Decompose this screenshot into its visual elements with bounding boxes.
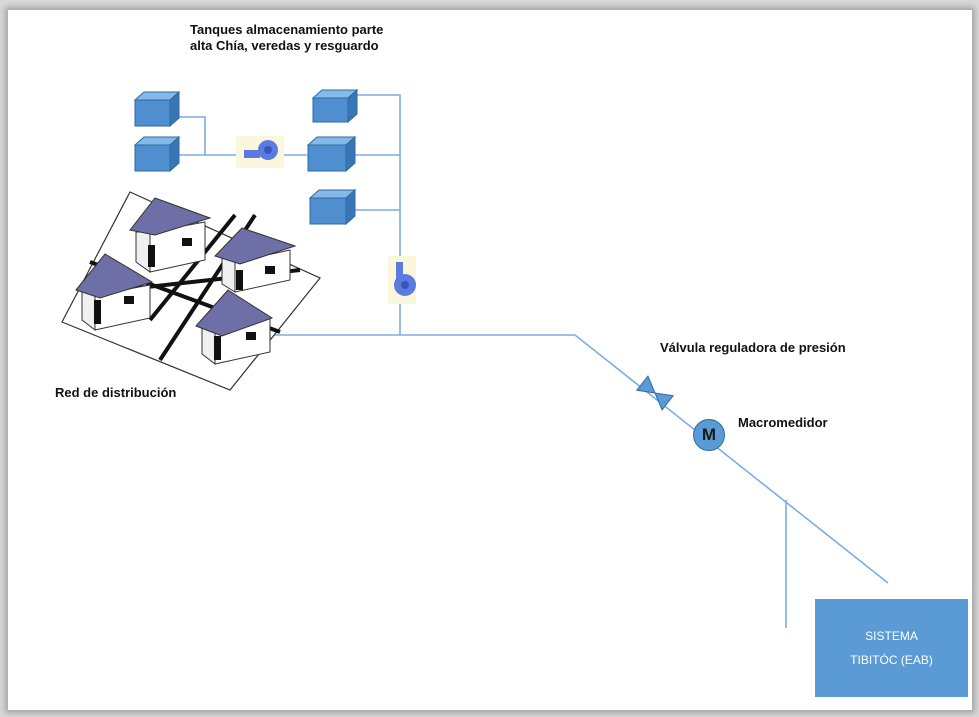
house-icon <box>195 289 274 366</box>
macrometer-icon: M <box>693 419 725 451</box>
pipe-main-line <box>270 334 889 584</box>
pressure-valve-icon <box>635 375 675 411</box>
valve-label: Válvula reguladora de presión <box>660 340 846 355</box>
tank-icon <box>306 135 357 173</box>
storage-tanks <box>133 88 359 226</box>
pump-icon <box>236 136 284 168</box>
house-icon <box>129 197 212 273</box>
system-box: SISTEMA TIBITÓC (EAB) <box>815 599 968 697</box>
tank-icon <box>311 88 359 124</box>
tanks-label: Tanques almacenamiento parte alta Chía, … <box>190 22 384 53</box>
system-box-line1: SISTEMA <box>865 629 918 643</box>
house-icon <box>214 227 297 293</box>
tank-icon <box>133 135 181 173</box>
pipe-right-upper-tank <box>352 94 401 335</box>
tank-icon <box>308 188 357 226</box>
pipe-left-upper-tank <box>178 116 206 155</box>
system-box-line2: TIBITÓC (EAB) <box>850 653 933 667</box>
tank-icon <box>133 90 181 128</box>
distribution-network-icon <box>61 191 321 391</box>
macrometer-label: Macromedidor <box>738 415 828 430</box>
pump-icon <box>388 256 416 304</box>
pipe-network <box>178 94 889 628</box>
house-icon <box>75 253 154 332</box>
macrometer-symbol: M <box>701 425 717 444</box>
distribution-label: Red de distribución <box>55 385 177 400</box>
